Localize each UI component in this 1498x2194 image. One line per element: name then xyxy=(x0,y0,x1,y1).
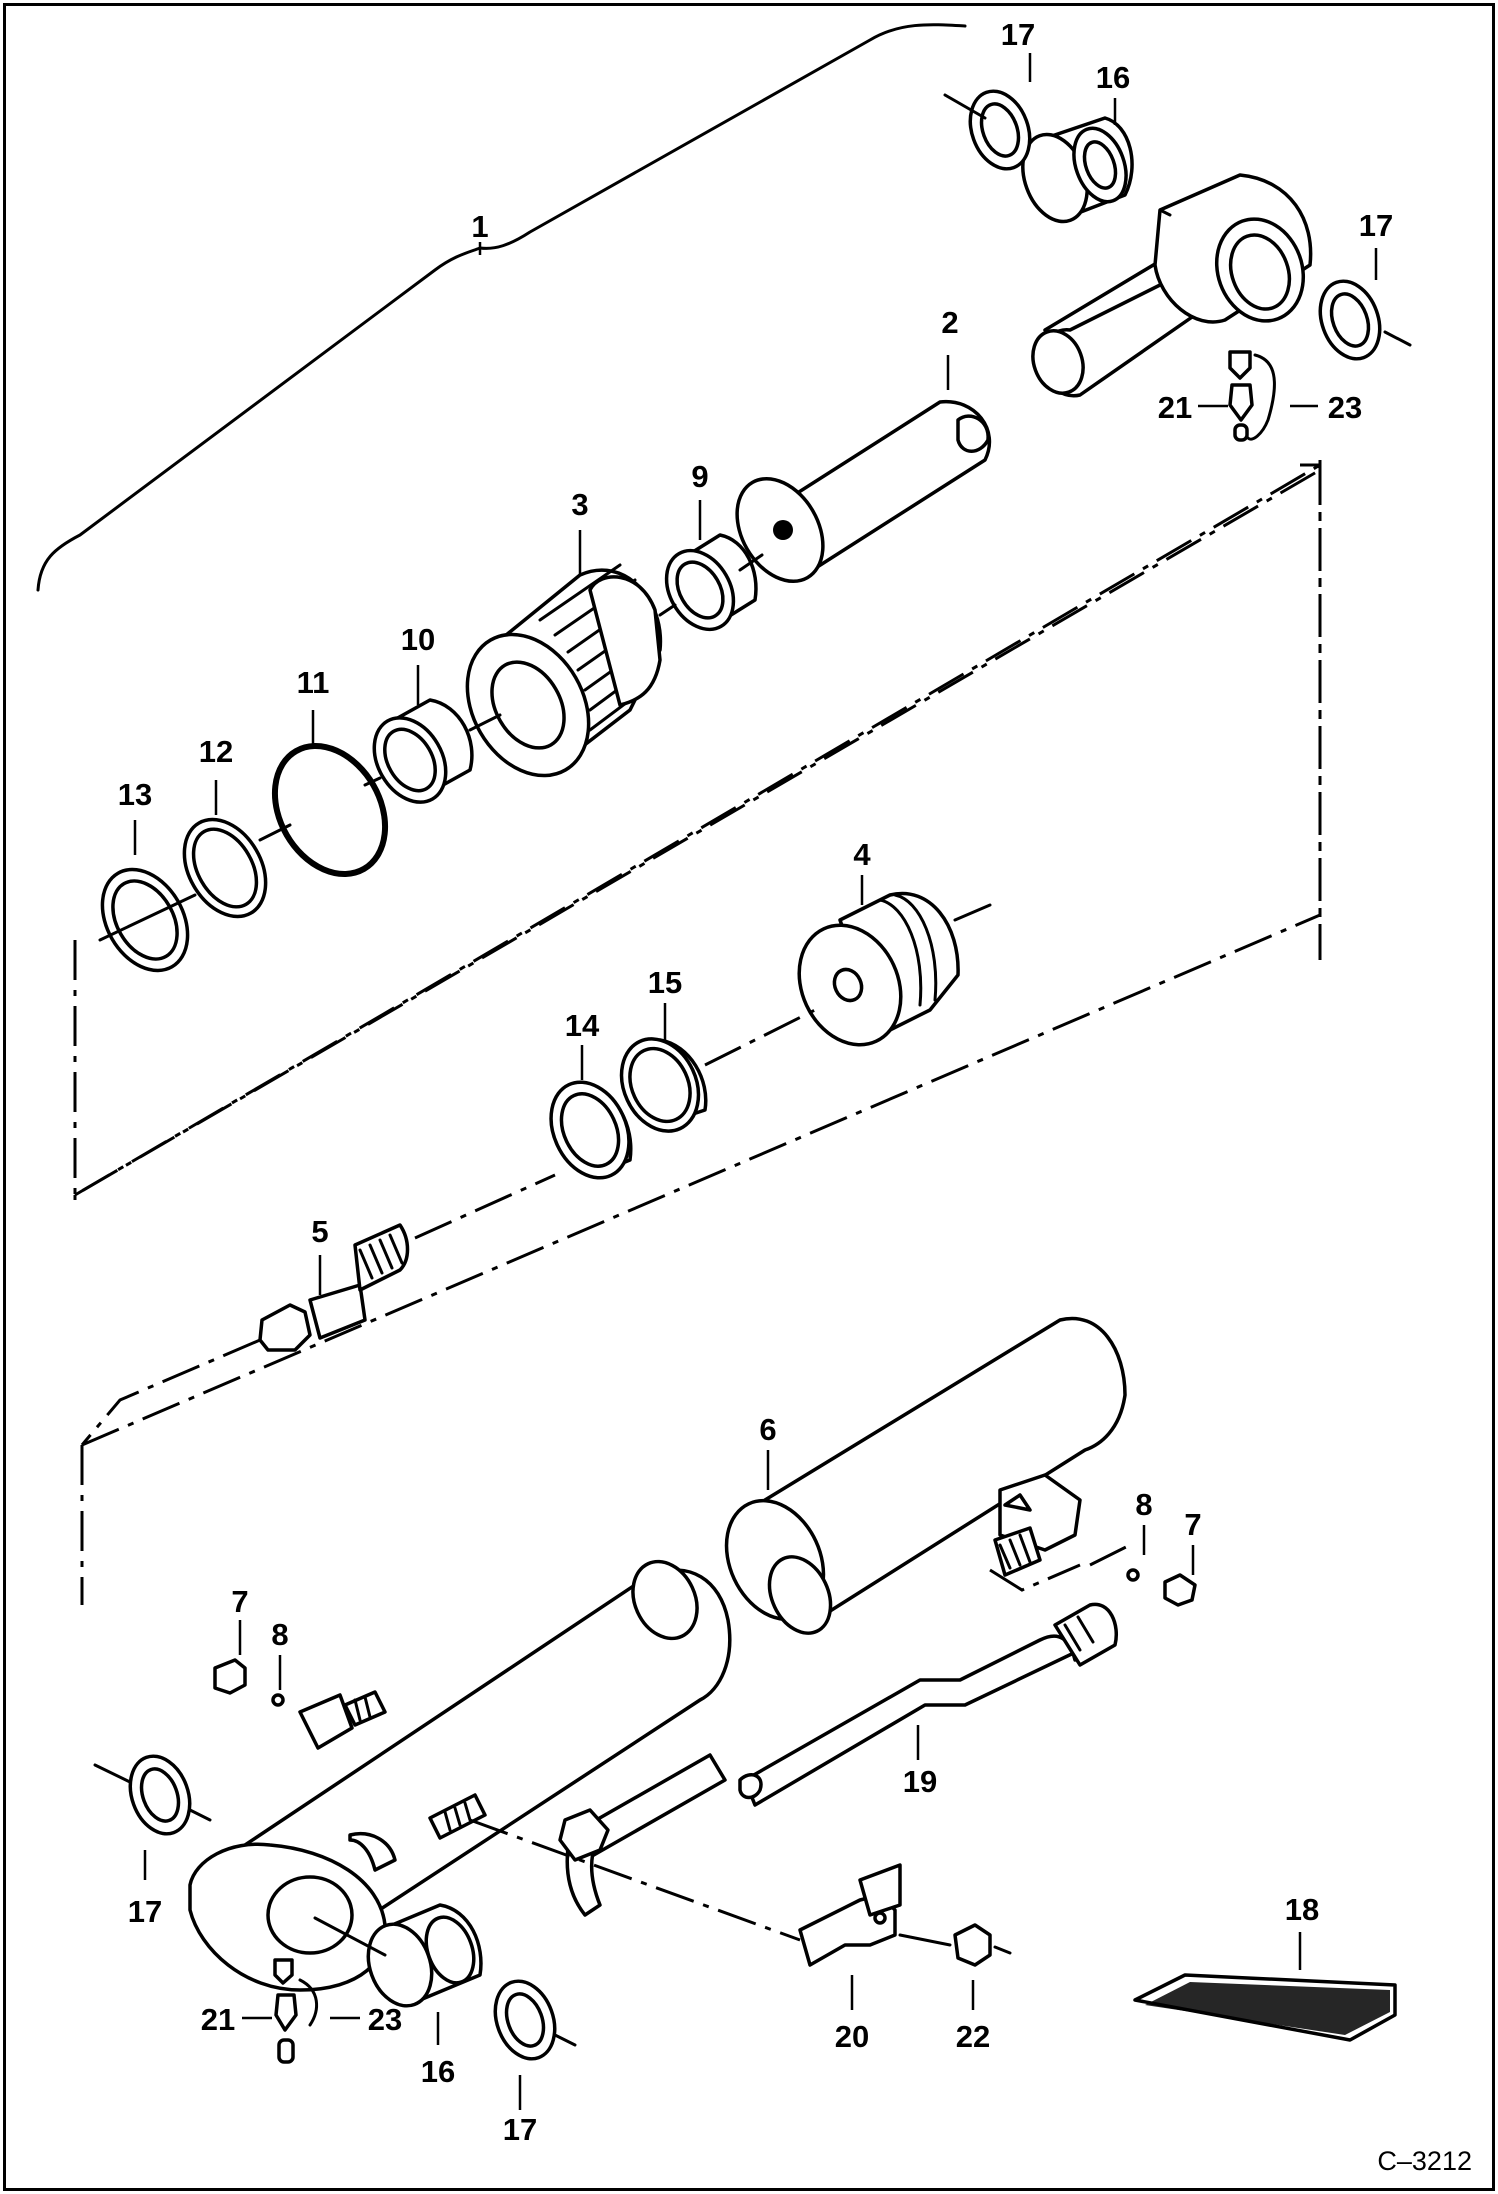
label-20: 20 xyxy=(835,2019,869,2054)
label-18: 18 xyxy=(1285,1892,1319,1927)
seal-17-top-right xyxy=(1318,279,1382,361)
label-21-top: 21 xyxy=(1158,390,1192,425)
port-block-lower xyxy=(298,1690,387,1750)
rod-eye-top xyxy=(1031,173,1313,398)
tube-19 xyxy=(558,1602,1118,1917)
bushing-16-bottom xyxy=(366,1903,483,2008)
oring-8-left xyxy=(271,1693,285,1707)
label-22: 22 xyxy=(956,2019,990,2054)
stud-lower xyxy=(428,1793,487,1840)
barrel-body-lower xyxy=(188,1559,732,1992)
piston-4 xyxy=(797,891,960,1047)
label-5: 5 xyxy=(311,1214,328,1249)
ring-14 xyxy=(549,1080,633,1180)
figure-code: C–3212 xyxy=(1377,2146,1472,2176)
label-2: 2 xyxy=(941,305,958,340)
nut-22 xyxy=(953,1923,992,1967)
ring-9 xyxy=(664,533,758,632)
grease-fitting-top xyxy=(1228,350,1276,442)
label-16-top: 16 xyxy=(1096,60,1130,95)
label-11: 11 xyxy=(297,665,330,700)
label-10: 10 xyxy=(401,622,435,657)
port-fitting-upper xyxy=(993,1473,1082,1577)
label-9: 9 xyxy=(691,459,708,494)
label-6: 6 xyxy=(759,1412,776,1447)
clamp-20 xyxy=(798,1863,902,1967)
ring-10 xyxy=(372,698,474,804)
label-17-bottom-right: 17 xyxy=(503,2112,537,2147)
label-8-right: 8 xyxy=(1135,1487,1152,1522)
oring-11 xyxy=(271,743,389,877)
label-4: 4 xyxy=(853,837,871,872)
oring-8-right xyxy=(1126,1568,1140,1582)
label-7-right: 7 xyxy=(1184,1507,1201,1542)
label-23-bottom: 23 xyxy=(368,2002,402,2037)
label-19: 19 xyxy=(903,1764,937,1799)
label-17-top-left: 17 xyxy=(1001,17,1035,52)
label-23-top: 23 xyxy=(1328,390,1362,425)
label-13: 13 xyxy=(118,777,152,812)
bolt-5 xyxy=(258,1223,410,1352)
nut-7-right xyxy=(1163,1573,1197,1607)
nut-7-left xyxy=(213,1658,247,1695)
label-17-bottom-left: 17 xyxy=(128,1894,162,1929)
label-15: 15 xyxy=(648,965,682,1000)
gland-3 xyxy=(465,563,663,778)
bushing-16-top xyxy=(1021,116,1134,224)
backup-ring-12 xyxy=(182,817,268,919)
seal-17-bottom-right xyxy=(493,1979,557,2061)
label-8-left: 8 xyxy=(271,1617,288,1652)
label-3: 3 xyxy=(571,487,588,522)
seal-17-top-left xyxy=(968,89,1032,171)
drawing-border xyxy=(3,3,1495,2191)
label-16-bottom: 16 xyxy=(421,2054,455,2089)
seal-15 xyxy=(619,1037,708,1133)
label-21-bottom: 21 xyxy=(201,2002,235,2037)
label-7-left: 7 xyxy=(231,1584,248,1619)
decal-18 xyxy=(1133,1973,1397,2042)
label-12: 12 xyxy=(199,734,233,769)
label-17-top-right: 17 xyxy=(1359,208,1393,243)
label-14: 14 xyxy=(565,1008,600,1043)
barrel-6 xyxy=(724,1316,1127,1635)
label-1: 1 xyxy=(471,209,488,244)
rod-2 xyxy=(735,400,992,584)
grease-fitting-bottom xyxy=(273,1958,319,2064)
seal-17-bottom-left xyxy=(128,1754,192,1836)
